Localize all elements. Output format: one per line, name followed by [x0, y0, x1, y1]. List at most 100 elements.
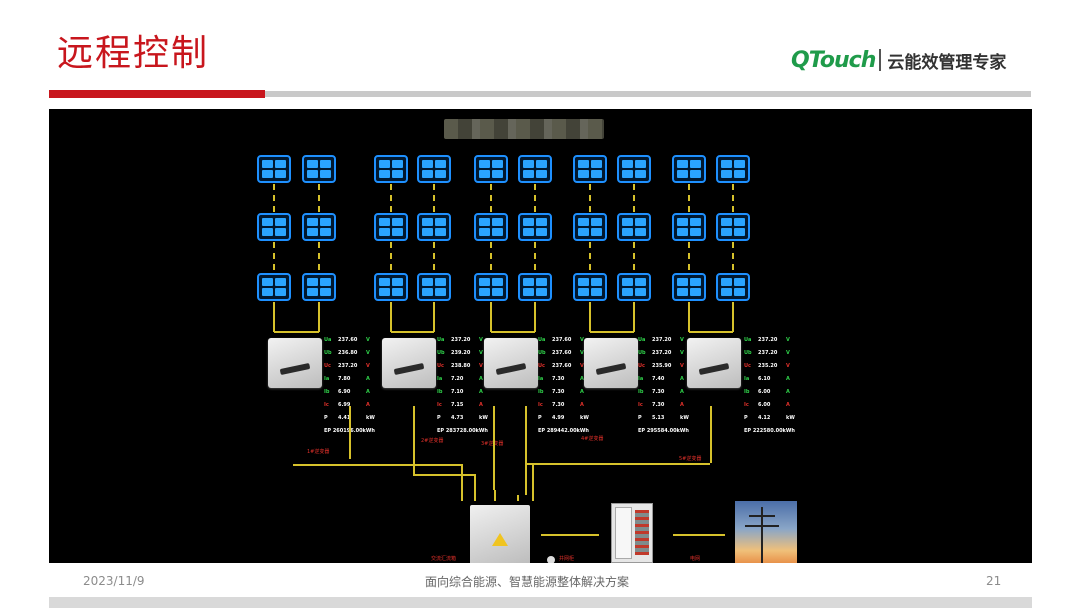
panel-cell — [392, 278, 403, 286]
readout-value: 4.12 — [758, 415, 771, 421]
panel-cell — [690, 170, 701, 178]
readout-value: 6.00 — [758, 389, 771, 395]
combiner-feed — [494, 490, 496, 501]
panel-cell — [635, 218, 646, 226]
panel-cell — [262, 288, 273, 296]
panel-cell — [262, 160, 273, 168]
readout-label: Ub — [437, 350, 445, 356]
string-cable — [633, 302, 635, 332]
panel-cell — [422, 228, 433, 236]
readout-unit: V — [680, 337, 684, 343]
string-bus — [590, 331, 634, 333]
solar-panel-icon — [257, 213, 291, 241]
readout-label: Uc — [638, 363, 646, 369]
panel-cell — [690, 218, 701, 226]
readout-value: 237.20 — [652, 337, 672, 343]
panel-cell — [536, 170, 547, 178]
panel-cell — [435, 218, 446, 226]
panel-cell — [435, 160, 446, 168]
panel-cell — [422, 218, 433, 226]
panel-link — [633, 242, 637, 270]
panel-cell — [392, 160, 403, 168]
solar-panel-icon — [417, 213, 451, 241]
string-cable — [390, 302, 392, 332]
readout-value: 7.30 — [652, 389, 665, 395]
readout-label: Uc — [324, 363, 332, 369]
readout-unit: A — [479, 376, 483, 382]
solar-panel-icon — [716, 273, 750, 301]
readout-label: P — [538, 415, 542, 421]
blurred-header — [444, 119, 604, 139]
panel-cell — [422, 170, 433, 178]
readout-value: 7.15 — [451, 402, 464, 408]
panel-cell — [536, 288, 547, 296]
panel-cell — [734, 288, 745, 296]
panel-cell — [275, 228, 286, 236]
readout-unit: V — [366, 363, 370, 369]
readout-label: Ua — [437, 337, 445, 343]
company-logo: QTouch 云能效管理专家 — [791, 45, 1006, 75]
inverter — [268, 338, 322, 388]
panel-cell — [479, 288, 490, 296]
panel-link — [589, 184, 593, 212]
panel-cell — [536, 160, 547, 168]
panel-cell — [734, 170, 745, 178]
panel-link — [390, 184, 394, 212]
readout-label: Ib — [744, 389, 750, 395]
readout-value: 7.10 — [451, 389, 464, 395]
panel-cell — [492, 160, 503, 168]
inverter-string-label: 4#逆变器 — [581, 436, 604, 442]
panel-link — [732, 242, 736, 270]
solar-panel-icon — [672, 213, 706, 241]
solar-panel-icon — [518, 273, 552, 301]
readout-label: P — [638, 415, 642, 421]
panel-cell — [392, 170, 403, 178]
panel-cell — [523, 218, 534, 226]
readout-value: 5.13 — [652, 415, 665, 421]
panel-cell — [379, 228, 390, 236]
readout-label: Ib — [538, 389, 544, 395]
readout-unit: V — [786, 363, 790, 369]
readout-value: 235.90 — [652, 363, 672, 369]
panel-link — [273, 242, 277, 270]
readout-label: Ia — [324, 376, 330, 382]
panel-cell — [307, 278, 318, 286]
readout-value: 238.80 — [451, 363, 471, 369]
readout-unit: V — [680, 350, 684, 356]
panel-cell — [262, 170, 273, 178]
solar-panel-icon — [672, 273, 706, 301]
readout-label: Ub — [744, 350, 752, 356]
panel-cell — [492, 278, 503, 286]
string-cable — [490, 302, 492, 332]
panel-cell — [422, 160, 433, 168]
readout-unit: V — [580, 337, 584, 343]
inverter — [382, 338, 436, 388]
panel-cell — [320, 218, 331, 226]
panel-cell — [275, 288, 286, 296]
readout-value: 7.20 — [451, 376, 464, 382]
readout-value: 4.41 — [338, 415, 351, 421]
panel-cell — [435, 288, 446, 296]
panel-cell — [275, 218, 286, 226]
readout-value: 6.00 — [758, 402, 771, 408]
inverter-cable — [349, 406, 351, 459]
readout-unit: A — [479, 402, 483, 408]
panel-cell — [307, 160, 318, 168]
solar-panel-icon — [417, 155, 451, 183]
readout-label: Ia — [744, 376, 750, 382]
solar-panel-icon — [302, 273, 336, 301]
solar-panel-icon — [573, 155, 607, 183]
panel-cell — [677, 170, 688, 178]
panel-cell — [262, 278, 273, 286]
panel-cell — [635, 160, 646, 168]
